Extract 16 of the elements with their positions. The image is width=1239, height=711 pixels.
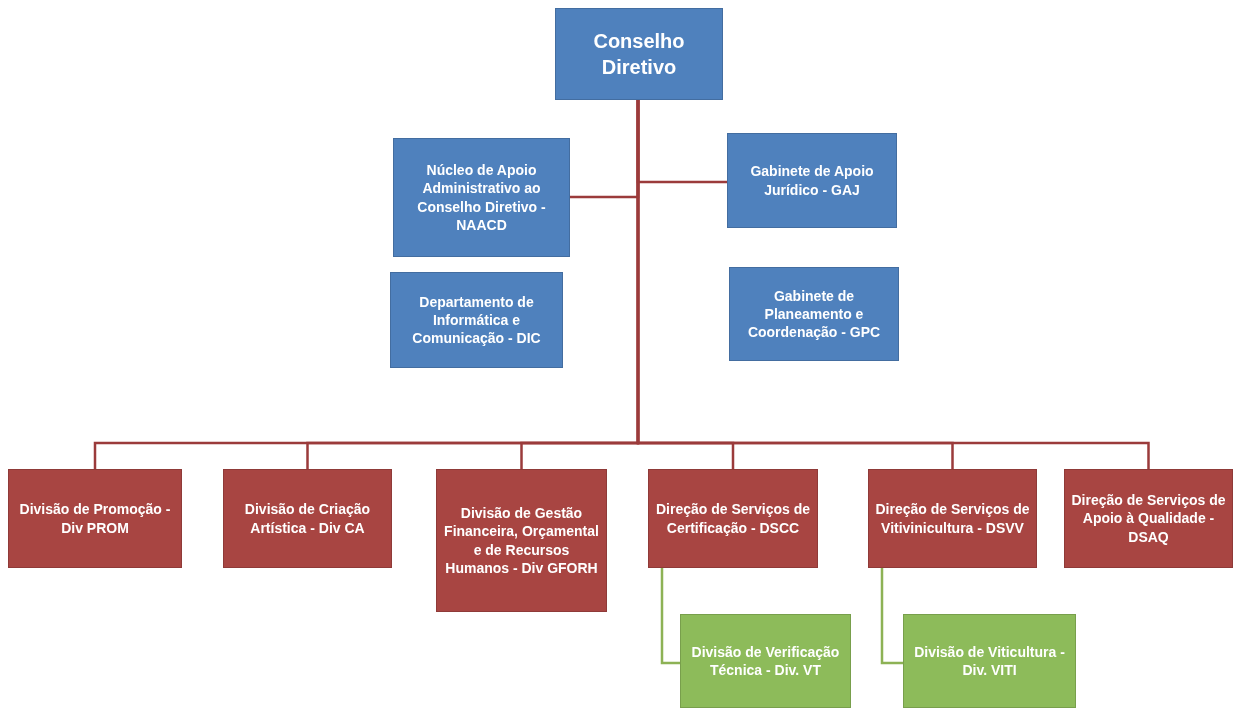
- division-box: Direção de Serviços de Vitivinicultura - DSVV: [868, 469, 1037, 568]
- office-box: Gabinete de Planeamento e Coordenação - GPC: [729, 267, 899, 361]
- division-box: Direção de Serviços de Certificação - DSCC: [648, 469, 818, 568]
- subdivision-box: Divisão de Viticultura - Div. VITI: [903, 614, 1076, 708]
- connector-line: [636, 100, 1150, 469]
- subdivision-box: Divisão de Verificação Técnica - Div. VT: [680, 614, 851, 708]
- division-box: Divisão de Criação Artística - Div CA: [223, 469, 392, 568]
- connector-line: [660, 568, 680, 665]
- division-box: Divisão de Gestão Financeira, Orçamental e de Recursos Humanos - Div GFORH: [436, 469, 607, 612]
- connector-line: [880, 568, 903, 665]
- division-box: Direção de Serviços de Apoio à Qualidade - DSAQ: [1064, 469, 1233, 568]
- board-box: Conselho Diretivo: [555, 8, 723, 100]
- office-box: Núcleo de Apoio Administrativo ao Conselho Diretivo - NAACD: [393, 138, 570, 257]
- office-box: Departamento de Informática e Comunicação - DIC: [390, 272, 563, 368]
- office-box: Gabinete de Apoio Jurídico - GAJ: [727, 133, 897, 228]
- division-box: Divisão de Promoção - Div PROM: [8, 469, 182, 568]
